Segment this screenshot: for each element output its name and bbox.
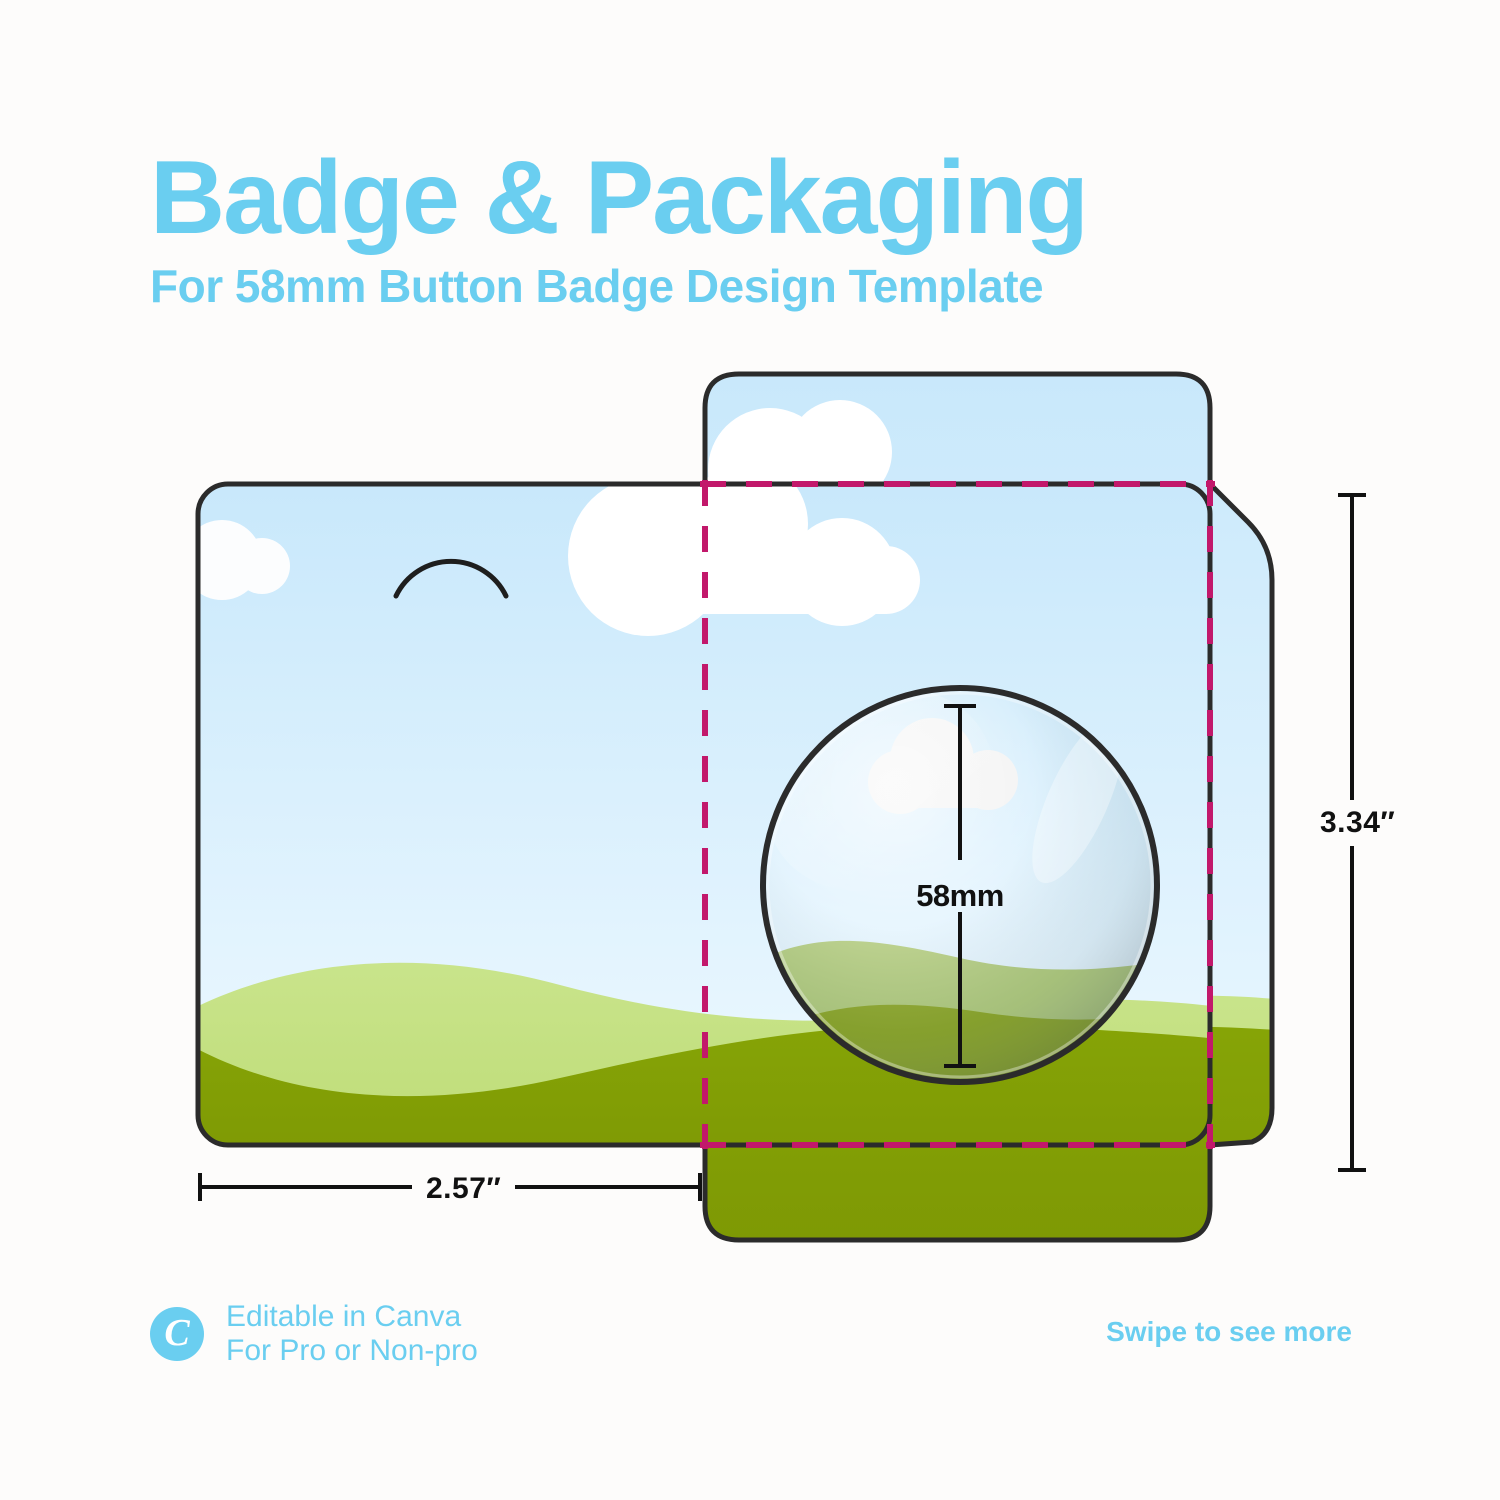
page-subtitle: For 58mm Button Badge Design Template — [150, 260, 1044, 312]
canva-attribution: C Editable in Canva For Pro or Non-pro — [150, 1300, 478, 1368]
badge-dimension-line — [944, 704, 976, 1068]
height-dimension-label: 3.34″ — [1316, 800, 1400, 846]
swipe-hint: Swipe to see more — [1106, 1316, 1352, 1347]
arc-slot-icon — [393, 558, 509, 599]
badge-diameter-label: 58mm — [916, 878, 1004, 913]
page-title: Badge & Packaging — [150, 140, 1089, 256]
canva-logo-icon: C — [150, 1307, 204, 1361]
canva-attribution-text: Editable in Canva For Pro or Non-pro — [226, 1300, 478, 1368]
fold-dashed-lines — [700, 480, 1215, 1149]
width-dimension-label: 2.57″ — [412, 1170, 516, 1208]
canva-line-1: Editable in Canva — [226, 1300, 462, 1333]
back-panel-outline — [702, 371, 1275, 1243]
cloud-shape-large — [568, 484, 920, 636]
cloud-shape-small — [198, 520, 290, 600]
canva-line-2: For Pro or Non-pro — [226, 1334, 478, 1367]
